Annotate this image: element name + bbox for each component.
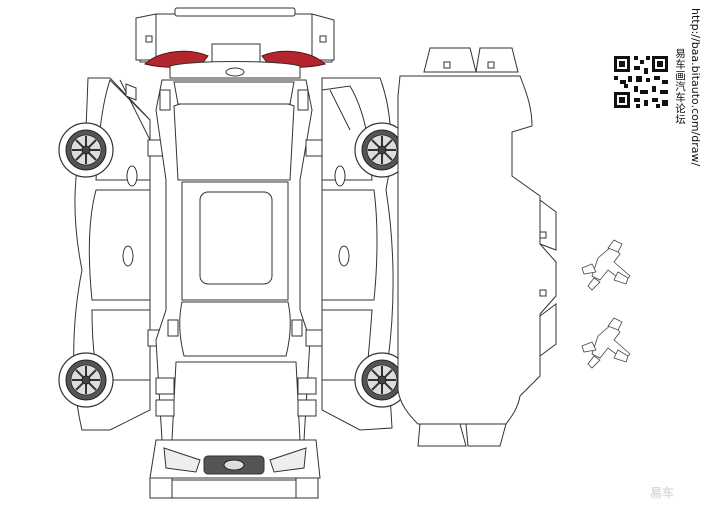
figure-upper — [581, 239, 631, 291]
brand-logo-icon — [223, 459, 245, 471]
site-name: 易车画汽车论坛 — [674, 48, 686, 125]
wheel-icon — [58, 352, 114, 408]
wheel-icon — [58, 122, 114, 178]
figure-lower — [581, 317, 631, 369]
center-body-panel — [155, 79, 317, 441]
brand-logo-icon — [225, 67, 245, 77]
rear-panel — [135, 7, 335, 79]
site-url[interactable]: http://baa.bitauto.com/draw/ — [689, 8, 702, 167]
interior-box-panel — [397, 47, 557, 447]
front-panel — [149, 439, 321, 499]
right-side-panel — [305, 77, 394, 431]
qr-code-icon — [612, 54, 670, 110]
watermark-logo-icon: 易车 — [650, 486, 675, 500]
